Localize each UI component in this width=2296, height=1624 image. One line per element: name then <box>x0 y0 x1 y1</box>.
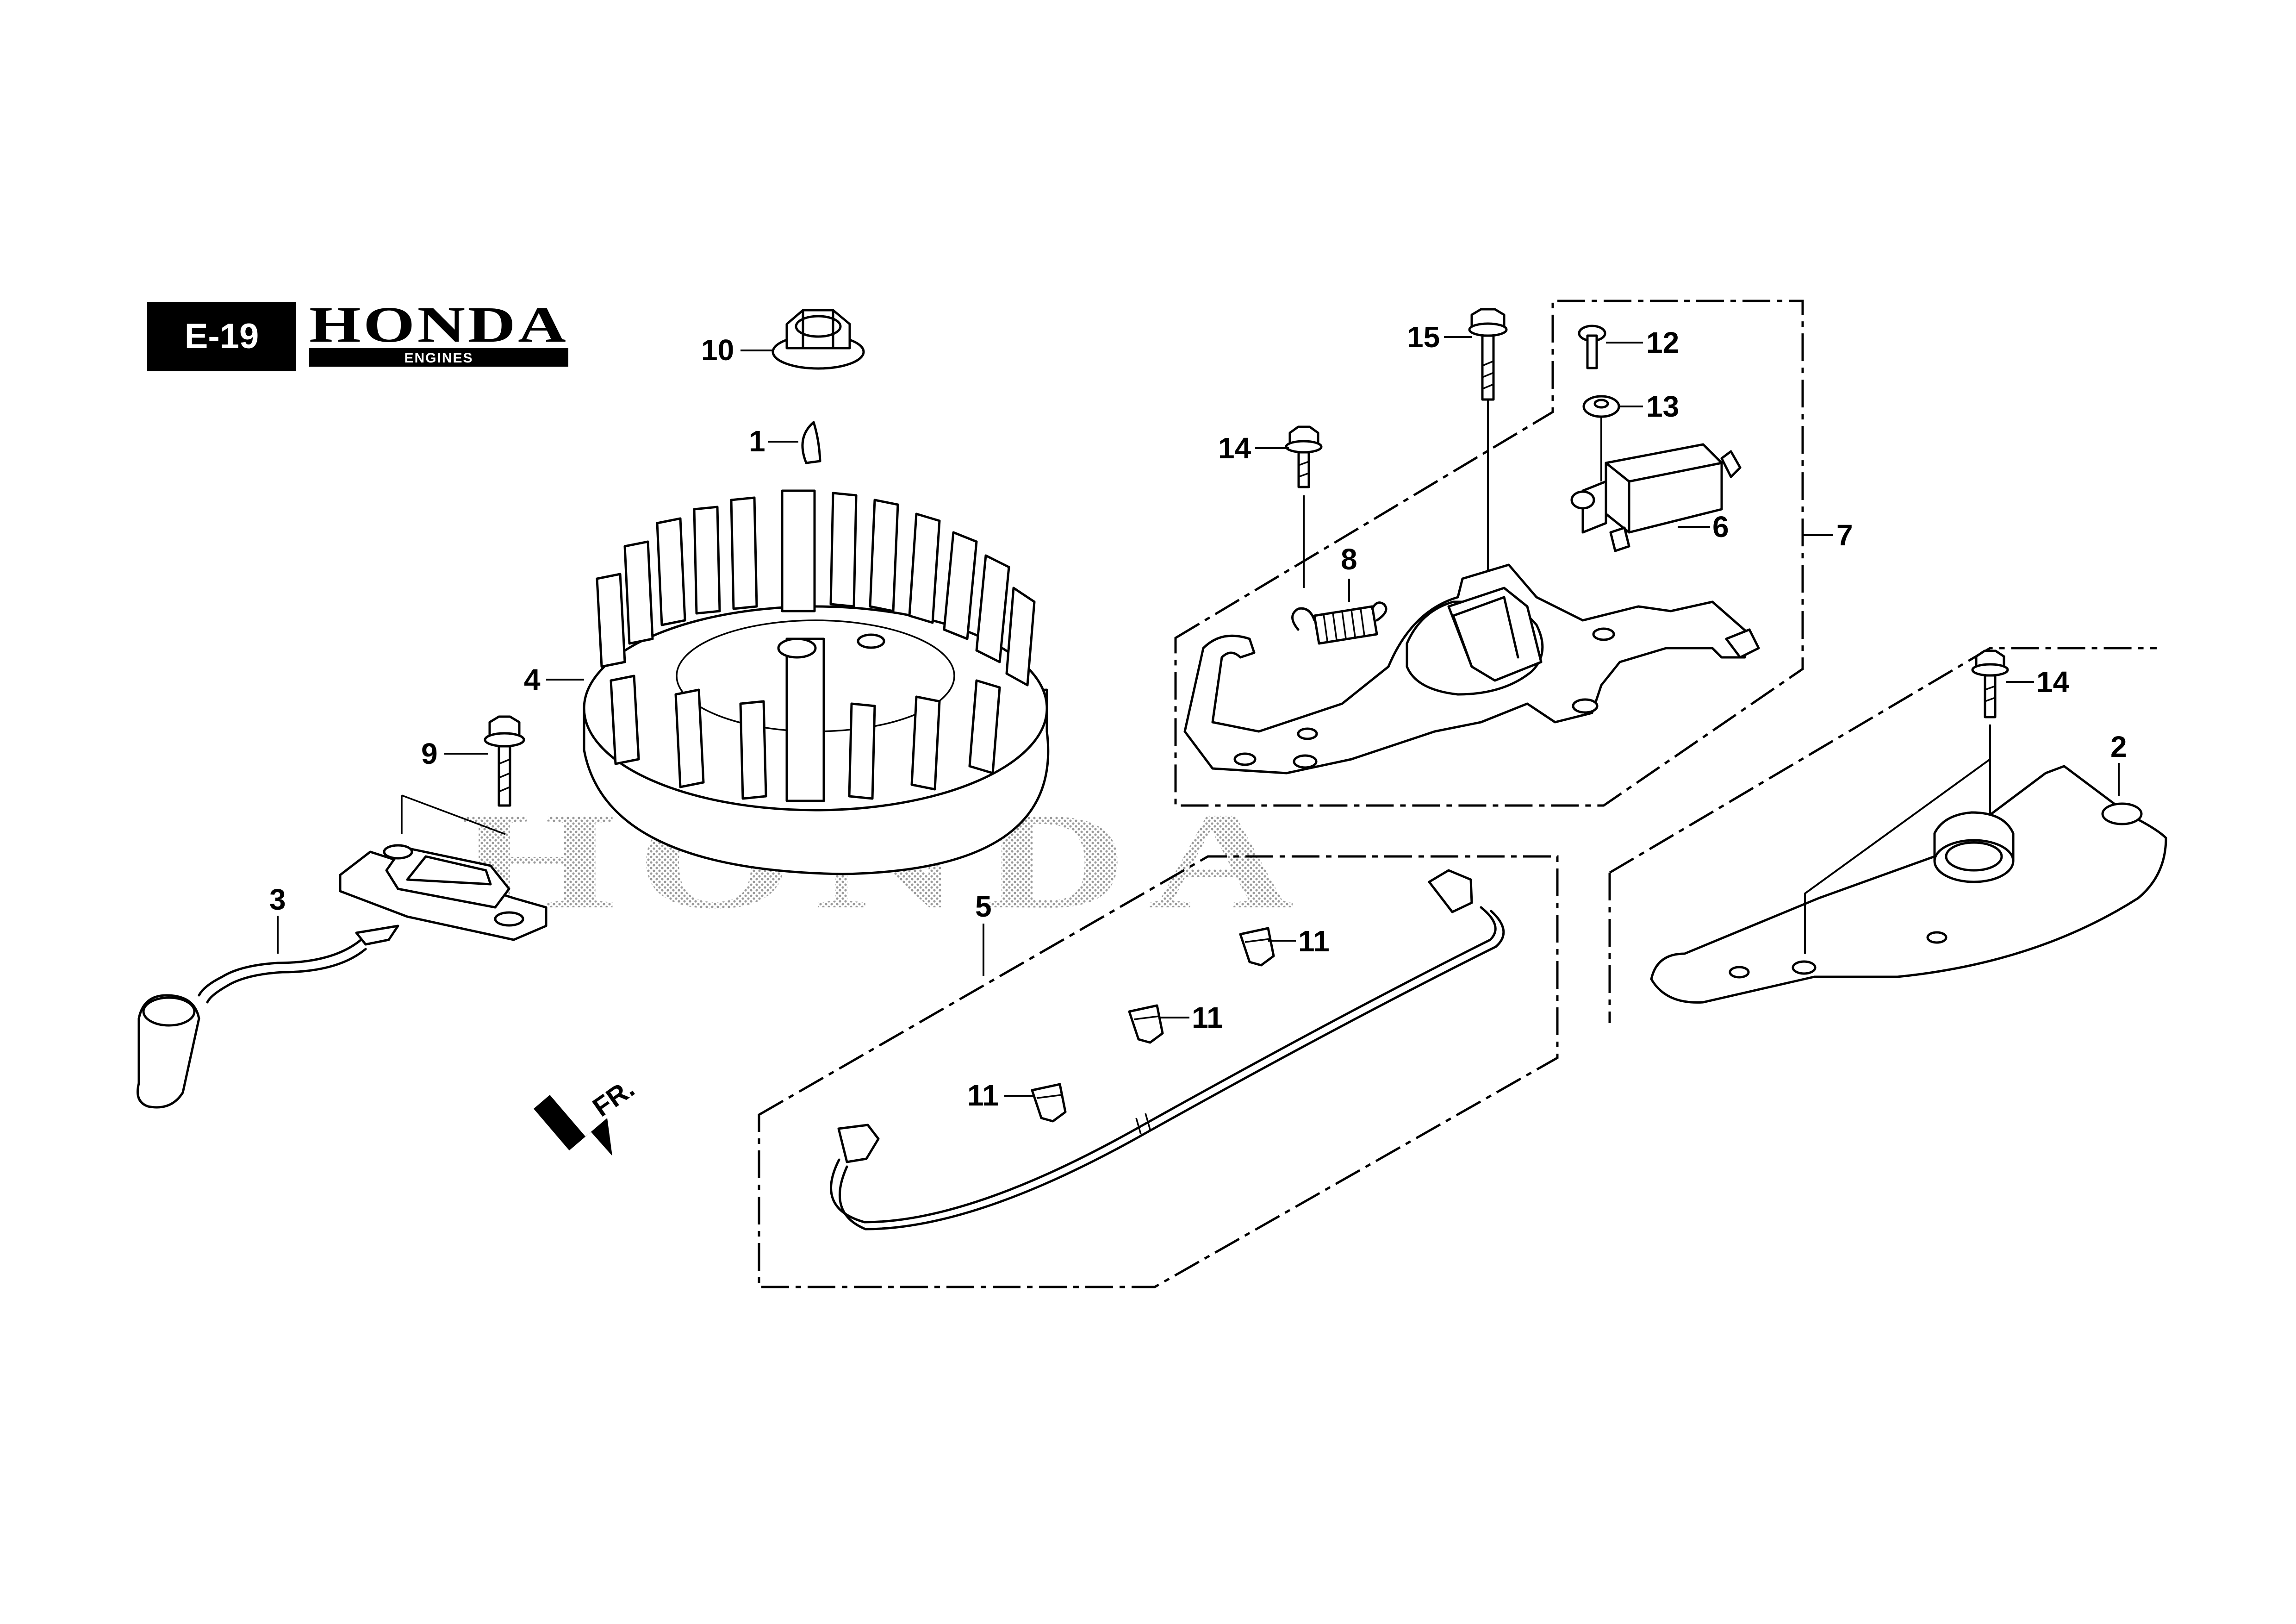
outline-group-2 <box>1608 647 2157 1023</box>
callout-14-lower: 14 <box>2036 665 2070 699</box>
part-6-stop-switch <box>1570 443 1742 552</box>
part-5-wire-harness <box>830 869 1505 1230</box>
header: E-19 HONDA ENGINES <box>147 296 568 371</box>
flywheel-fins <box>596 489 1036 802</box>
callout-8: 8 <box>1341 543 1357 576</box>
part-11-wire-clips <box>1031 927 1275 1123</box>
callout-15: 15 <box>1407 320 1440 354</box>
part-14-bolt-lower <box>1971 650 2009 861</box>
direction-marker: FR. <box>534 1073 640 1156</box>
outline-group-5 <box>758 855 1559 1288</box>
callout-14-upper: 14 <box>1218 431 1251 465</box>
section-code: E-19 <box>185 317 259 356</box>
callout-10: 10 <box>701 333 734 367</box>
brand-wordmark: HONDA <box>309 296 568 353</box>
callout-4: 4 <box>524 663 541 696</box>
honda-logo: HONDA ENGINES <box>309 296 568 367</box>
outline-group-7 <box>1174 300 1804 807</box>
part-4-flywheel <box>583 489 1050 875</box>
callouts: 10 1 4 9 3 5 11 11 11 15 12 13 1 <box>269 320 2127 1112</box>
arrow-icon <box>534 1095 612 1156</box>
callout-11-b: 11 <box>1192 1001 1223 1034</box>
direction-label: FR. <box>587 1073 640 1123</box>
callout-5: 5 <box>975 890 992 923</box>
part-7-control-plate <box>1183 563 1760 775</box>
callout-7: 7 <box>1836 518 1853 552</box>
group-outlines <box>401 300 2157 1288</box>
part-12-screw <box>1578 325 1606 369</box>
part-1-woodruff-key <box>801 421 821 464</box>
brand-underbar <box>309 348 568 367</box>
part-8-spring <box>1291 579 1388 645</box>
callout-9: 9 <box>421 737 438 770</box>
part-3-ignition-coil <box>137 844 548 1109</box>
callout-12: 12 <box>1646 326 1679 359</box>
callout-3: 3 <box>269 883 286 916</box>
brand-subtitle: ENGINES <box>404 350 473 366</box>
outline-ignition-coil <box>401 794 506 835</box>
part-2-cover-plate <box>1650 758 2167 1004</box>
part-13-washer <box>1582 395 1620 481</box>
callout-2: 2 <box>2110 730 2127 763</box>
callout-11-a: 11 <box>1298 924 1330 958</box>
part-15-bolt <box>1468 308 1508 586</box>
part-9-bolt <box>484 715 525 807</box>
callout-13: 13 <box>1646 390 1679 423</box>
section-code-box <box>147 302 296 371</box>
callout-1: 1 <box>749 425 765 458</box>
part-10-flange-nut <box>772 309 865 370</box>
part-14-bolt-upper <box>1285 425 1323 588</box>
callout-6: 6 <box>1712 510 1729 543</box>
callout-11-c: 11 <box>967 1079 999 1112</box>
